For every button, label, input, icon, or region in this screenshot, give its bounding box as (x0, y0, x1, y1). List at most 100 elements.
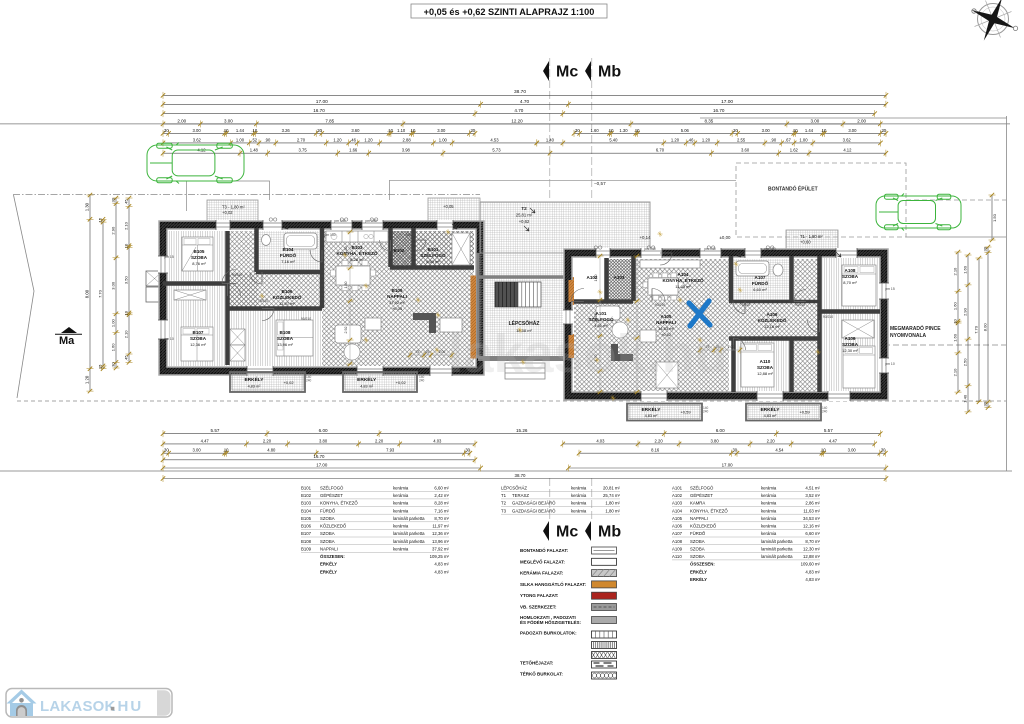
svg-text:kerámia: kerámia (571, 501, 587, 506)
svg-text:B107: B107 (193, 330, 204, 335)
svg-text:A101: A101 (596, 311, 607, 316)
svg-text:1.48: 1.48 (250, 148, 259, 153)
svg-text:1.62: 1.62 (790, 148, 799, 153)
svg-text:BONTANDÓ FALAZAT:: BONTANDÓ FALAZAT: (520, 546, 569, 553)
svg-text:2.70: 2.70 (297, 137, 306, 142)
svg-text:.30: .30 (316, 128, 322, 133)
svg-text:8.00: 8.00 (983, 323, 988, 332)
svg-text:.15: .15 (98, 364, 103, 370)
svg-text:6,60 m²: 6,60 m² (426, 259, 440, 264)
svg-text:4,83 m²: 4,83 m² (434, 569, 449, 574)
svg-text:2.20: 2.20 (767, 438, 776, 443)
svg-text:KONYHA, ÉTKEZŐ: KONYHA, ÉTKEZŐ (662, 276, 704, 283)
svg-text:11,97 m²: 11,97 m² (279, 301, 295, 306)
svg-text:11,63 m²: 11,63 m² (803, 508, 820, 513)
svg-text:2.50: 2.50 (963, 358, 968, 367)
svg-text:A109: A109 (845, 336, 856, 341)
svg-text:90/210: 90/210 (795, 303, 805, 307)
svg-text:LAKASOK: LAKASOK (40, 698, 116, 715)
svg-text:B108: B108 (280, 330, 291, 335)
svg-text:A102: A102 (672, 493, 683, 498)
svg-text:140: 140 (822, 406, 828, 410)
svg-text:SZOBA: SZOBA (690, 554, 705, 559)
svg-text:24.75: 24.75 (594, 314, 598, 323)
svg-text:laminált parketta: laminált parketta (393, 531, 425, 536)
svg-text:T3: T3 (501, 508, 507, 513)
svg-text:4.70: 4.70 (520, 99, 530, 105)
svg-text:1.60: 1.60 (963, 265, 968, 274)
svg-text:ERKÉLY: ERKÉLY (357, 375, 377, 383)
svg-text:8,70 m²: 8,70 m² (805, 539, 820, 544)
svg-text:1.60: 1.60 (111, 343, 116, 352)
svg-text:YTONG FALAZAT:: YTONG FALAZAT: (520, 593, 559, 598)
svg-text:B106: B106 (301, 524, 312, 529)
svg-text:8.16: 8.16 (651, 448, 660, 453)
svg-text:3.80: 3.80 (711, 438, 720, 443)
svg-text:.10: .10 (792, 128, 798, 133)
svg-text:2.00: 2.00 (439, 350, 446, 354)
svg-text:2,42 m²: 2,42 m² (434, 493, 449, 498)
svg-text:2.88: 2.88 (403, 137, 412, 142)
svg-text:ERKÉLY: ERKÉLY (690, 577, 707, 582)
svg-text:.10: .10 (387, 128, 393, 133)
svg-text:15.26: 15.26 (516, 428, 528, 433)
svg-text:+0,62: +0,62 (519, 219, 530, 224)
svg-text:B104: B104 (301, 508, 312, 513)
svg-text:B105: B105 (301, 516, 312, 521)
svg-text:140: 140 (419, 375, 425, 379)
svg-text:4,83 m²: 4,83 m² (805, 569, 820, 574)
svg-text:2.00: 2.00 (857, 118, 866, 123)
svg-text:4,83 m²: 4,83 m² (645, 414, 659, 418)
svg-text:11,63 m²: 11,63 m² (675, 284, 691, 289)
svg-text:A105: A105 (661, 314, 672, 319)
svg-text:4.70: 4.70 (514, 108, 523, 113)
svg-text:140: 140 (703, 406, 709, 410)
svg-text:1.60: 1.60 (591, 128, 600, 133)
svg-text:T1: T1 (501, 493, 507, 498)
svg-text:90/210: 90/210 (301, 317, 311, 321)
svg-text:4.03: 4.03 (433, 438, 442, 443)
svg-text:.10: .10 (251, 128, 257, 133)
svg-text:B106: B106 (282, 289, 293, 294)
svg-text:A110: A110 (672, 554, 682, 559)
svg-text:7.85: 7.85 (325, 118, 334, 123)
svg-text:B105: B105 (194, 249, 205, 254)
svg-text:.10: .10 (820, 448, 826, 453)
svg-text:.45: .45 (124, 355, 129, 361)
svg-text:75/210: 75/210 (258, 299, 268, 303)
svg-text:A101: A101 (672, 486, 683, 491)
svg-text:4.47: 4.47 (829, 438, 838, 443)
svg-text:6.00: 6.00 (319, 428, 328, 433)
svg-text:.30: .30 (111, 197, 116, 203)
svg-text:+0,62: +0,62 (661, 332, 672, 337)
svg-text:240: 240 (703, 410, 709, 414)
svg-text:+0,05: +0,05 (392, 306, 403, 311)
svg-text:KONYHA, ÉTKEZŐ: KONYHA, ÉTKEZŐ (320, 501, 358, 506)
svg-text:6,60 m²: 6,60 m² (434, 486, 449, 491)
svg-text:+0,05 és +0,62 SZINTI ALAPRAJZ: +0,05 és +0,62 SZINTI ALAPRAJZ 1:100 (424, 7, 595, 17)
svg-text:2.10: 2.10 (953, 368, 958, 377)
svg-text:7.70: 7.70 (974, 325, 979, 334)
svg-text:.90: .90 (264, 137, 270, 142)
svg-text:1.60: 1.60 (953, 333, 958, 342)
svg-text:.30: .30 (163, 128, 169, 133)
svg-text:kerámia: kerámia (393, 524, 409, 529)
svg-text:3.00: 3.00 (193, 448, 202, 453)
svg-text:A110: A110 (760, 359, 771, 364)
svg-text:38.70: 38.70 (514, 89, 526, 95)
svg-text:ERKÉLY: ERKÉLY (320, 562, 337, 567)
svg-text:A106: A106 (767, 312, 778, 317)
svg-text:3.00: 3.00 (762, 128, 771, 133)
svg-text:.46: .46 (350, 137, 356, 142)
svg-text:1.50: 1.50 (992, 213, 997, 222)
svg-text:1.40: 1.40 (546, 137, 555, 142)
svg-text:12,30 m²: 12,30 m² (803, 547, 821, 552)
svg-text:17.00: 17.00 (722, 462, 734, 467)
svg-text:T2: T2 (521, 206, 527, 211)
svg-text:SZOBA: SZOBA (690, 547, 705, 552)
svg-text:3.98: 3.98 (402, 148, 411, 153)
svg-text:SZOBA: SZOBA (277, 336, 294, 341)
svg-text:37,92 m²: 37,92 m² (389, 300, 405, 305)
svg-text:2.90: 2.90 (111, 226, 116, 235)
svg-text:4.47: 4.47 (201, 438, 210, 443)
